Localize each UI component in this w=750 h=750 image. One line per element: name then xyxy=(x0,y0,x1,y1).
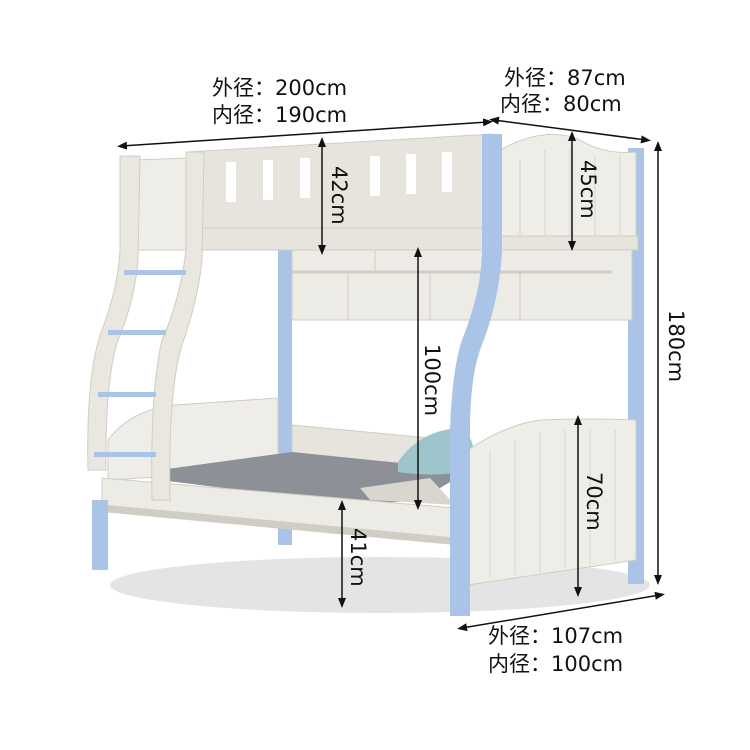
between-beds-label: 100cm xyxy=(420,344,444,417)
width-bottom-outer-label: 外径：107cm xyxy=(488,624,624,648)
width-top-outer-label: 外径：87cm xyxy=(504,66,626,90)
lower-footboard xyxy=(107,397,279,481)
top-footboard xyxy=(134,157,191,251)
ladder xyxy=(87,151,205,501)
width-top-inner-label: 内径：80cm xyxy=(500,92,622,116)
floor-clearance-label: 41cm xyxy=(346,528,370,587)
total-height-label: 180cm xyxy=(664,310,688,383)
dim-line-width-bottom xyxy=(457,591,665,632)
dim-line-length xyxy=(117,118,493,150)
lower-headboard xyxy=(467,418,637,586)
front-post-right xyxy=(450,134,502,616)
head-guard-height-label: 45cm xyxy=(576,160,600,219)
front-post-left xyxy=(92,500,108,570)
top-headboard xyxy=(497,133,639,251)
length-inner-label: 内径：190cm xyxy=(212,103,348,127)
width-bottom-inner-label: 内径：100cm xyxy=(488,652,624,676)
dim-line-width-top xyxy=(489,116,651,144)
length-outer-label: 外径：200cm xyxy=(212,76,348,100)
lower-mattress xyxy=(160,452,470,505)
shelf-unit xyxy=(291,249,633,321)
top-guard-height-label: 42cm xyxy=(327,166,351,225)
lower-headboard-label: 70cm xyxy=(582,472,606,531)
